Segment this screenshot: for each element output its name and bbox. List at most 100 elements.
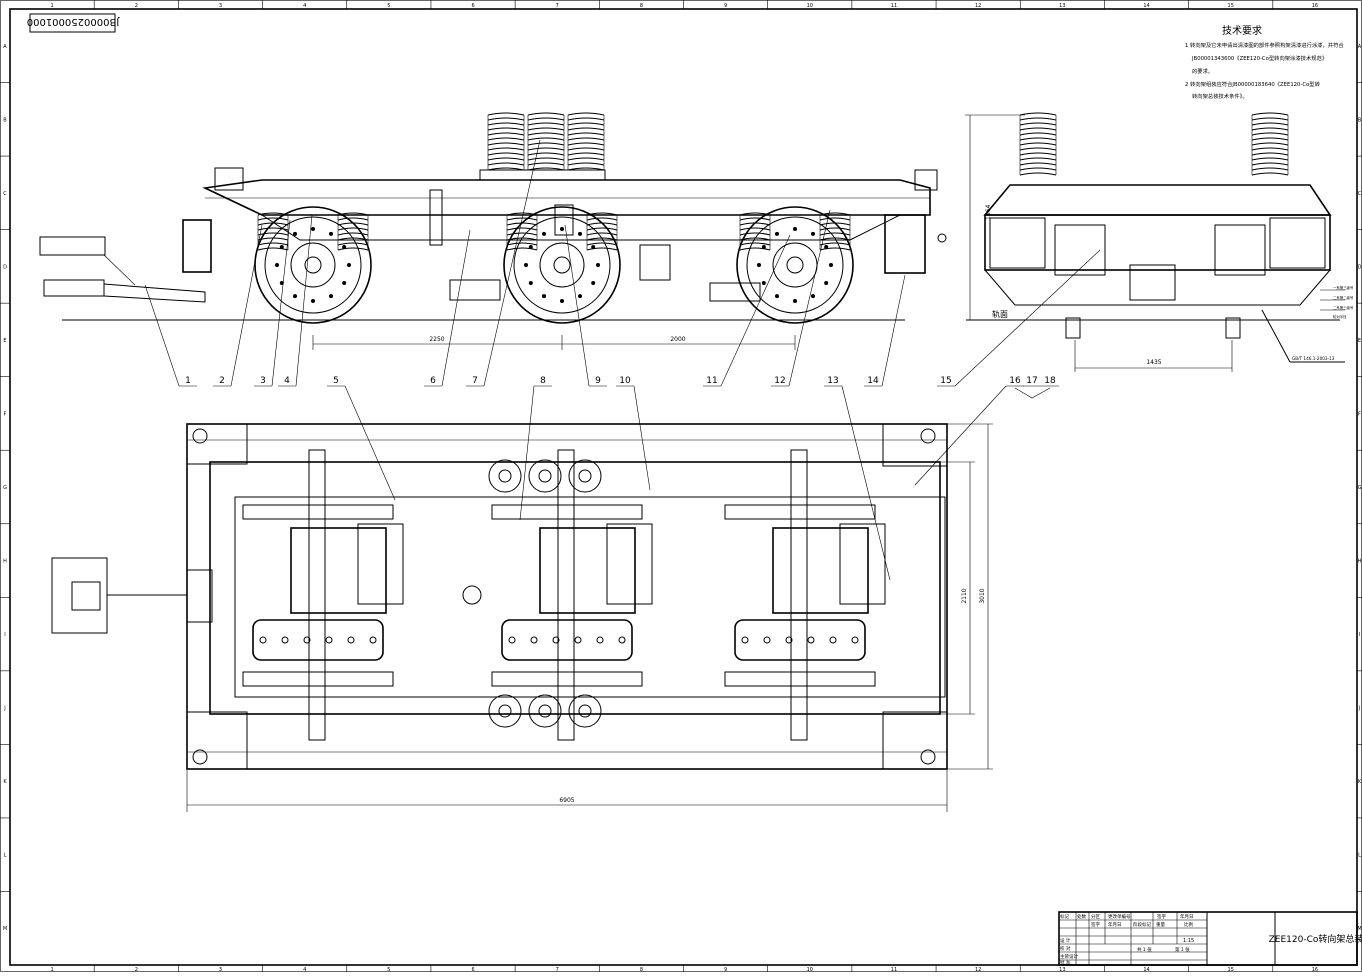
callout-13: 13 [824, 376, 891, 581]
drive-units-plan [242, 449, 886, 741]
zone-col-top: 15 [1228, 3, 1234, 9]
zone-row-right: D [1358, 264, 1362, 270]
zone-row-left: B [3, 117, 7, 123]
tb-role-chief: 主管设计 [1060, 953, 1078, 960]
wheelset [254, 206, 372, 324]
callout-label: 15 [940, 376, 951, 386]
zone-row-left: A [3, 44, 7, 50]
side-motor-right [884, 214, 926, 274]
zone-col-bottom: 3 [219, 967, 222, 972]
primary-spring [819, 212, 851, 251]
tb-rev-change: 更改单编号 [1108, 913, 1131, 920]
tb-rev-mark: 标记 [1060, 913, 1069, 920]
zone-row-left: I [4, 632, 5, 638]
callout-label: 1 [185, 376, 191, 386]
zone-row-left: F [4, 411, 7, 417]
callout-12: 12 [771, 209, 831, 387]
drive-unit [724, 449, 886, 741]
zone-row-right: L [1358, 853, 1361, 859]
callout-label: 5 [333, 376, 339, 386]
zone-row-left: L [4, 853, 7, 859]
zone-col-bottom: 14 [1143, 967, 1149, 972]
zone-row-right: G [1358, 485, 1362, 491]
tb-role-approve: 批 准 [1060, 959, 1071, 966]
inner-frame [9, 8, 1358, 966]
callout-18: 18 [1041, 376, 1059, 387]
tb-date: 年月日 [1108, 921, 1122, 928]
tb-scale: 1:15 [1183, 938, 1194, 944]
air-spring [527, 112, 565, 171]
end-view: 轨面 1864 1435 GB/T 146.1-2003-13 一系第三级号 二… [965, 112, 1354, 372]
zone-row-left: C [3, 191, 7, 197]
spring-top [488, 694, 522, 728]
dim-track-gauge: 1435 [1146, 359, 1161, 366]
zone-row-right: J [1358, 706, 1360, 712]
callout-label: 13 [827, 376, 838, 386]
air-springs-end [1019, 112, 1289, 176]
callout-3: 3 [254, 219, 291, 387]
tb-scale-label: 比例 [1184, 921, 1193, 928]
spring-top [568, 694, 602, 728]
tech-req-line-2: JB00001343600《ZEE120-Co型转向架涂漆技术规范》 [1191, 54, 1327, 62]
zone-col-bottom: 10 [807, 967, 813, 972]
callout-6: 6 [424, 229, 471, 387]
spring-top [528, 694, 562, 728]
zone-col-bottom: 7 [556, 967, 559, 972]
callout-label: 2 [219, 376, 225, 386]
dim-height: 1864 [985, 205, 992, 220]
callout-2: 2 [213, 224, 263, 387]
callout-label: 12 [774, 376, 785, 386]
plan-view: 6905 2110 3010 [51, 423, 993, 812]
drive-unit [491, 449, 653, 741]
dim-width-outer: 3010 [979, 588, 986, 603]
zone-row-left: H [3, 559, 7, 565]
zone-row-right: A [1358, 44, 1362, 50]
callout-9: 9 [564, 224, 607, 387]
end-frame [984, 214, 1331, 271]
wheelset [503, 206, 621, 324]
tech-req-line-5: 转向架总装技术条件》。 [1192, 92, 1248, 100]
side-motor-left [182, 219, 212, 273]
springs-plan [488, 459, 602, 728]
traction-rod [103, 283, 206, 303]
zone-row-right: B [1358, 117, 1362, 123]
callout-7: 7 [466, 139, 541, 387]
callout-label: 7 [472, 376, 478, 386]
plan-outline [186, 423, 948, 770]
callout-label: 16 [1009, 376, 1021, 386]
air-springs-side [487, 112, 605, 171]
end-note-2: 二系第二级号 [1333, 295, 1354, 300]
callout-label: 9 [595, 376, 601, 386]
zone-col-top: 11 [891, 3, 897, 9]
tb-weight: 重量 [1156, 921, 1165, 928]
zone-col-top: 9 [724, 3, 727, 9]
zone-col-bottom: 16 [1312, 967, 1318, 972]
zone-row-right: M [1357, 926, 1361, 932]
tech-req-line-4: 2 转向架组装应符合JB00000183640《ZEE120-Co型转 [1185, 80, 1321, 88]
end-note-4: 轮对半径 [1333, 314, 1347, 319]
rail-spec-label: GB/T 146.1-2003-13 [1292, 356, 1335, 361]
side-frame-top [202, 179, 931, 216]
callout-label: 14 [867, 376, 879, 386]
zone-col-bottom: 11 [891, 967, 897, 972]
callout-1: 1 [144, 284, 197, 387]
zone-row-left: M [3, 926, 7, 932]
zone-col-bottom: 2 [135, 967, 138, 972]
zone-row-left: E [3, 338, 6, 344]
zone-col-top: 14 [1143, 3, 1149, 9]
callout-11: 11 [703, 234, 791, 387]
zone-col-top: 4 [303, 3, 306, 9]
zone-col-top: 12 [975, 3, 981, 9]
tech-req-line-3: 的要求。 [1192, 67, 1213, 75]
callout-brace [1014, 387, 1051, 399]
plan-frame [209, 461, 941, 715]
zone-col-top: 6 [471, 3, 474, 9]
callout-label: 3 [260, 376, 266, 386]
callout-5: 5 [327, 376, 396, 501]
zone-col-bottom: 1 [51, 967, 54, 972]
